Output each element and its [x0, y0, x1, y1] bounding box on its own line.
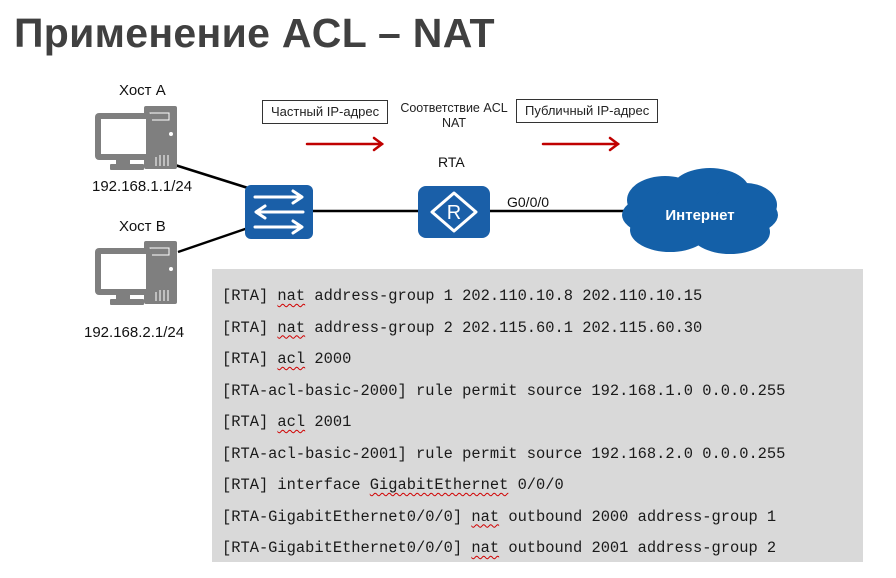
config-line: [RTA] interface GigabitEthernet 0/0/0 [222, 476, 564, 494]
config-line: [RTA] nat address-group 1 202.110.10.8 2… [222, 287, 703, 305]
router-interface-label: G0/0/0 [507, 194, 550, 210]
host-a-computer-icon[interactable] [95, 106, 177, 170]
config-line: [RTA-acl-basic-2000] rule permit source … [222, 381, 786, 400]
internet-label: Интернет [665, 207, 735, 224]
mapping-line-2: NAT [441, 116, 467, 130]
host-a-name: Хост A [119, 82, 166, 99]
config-line: [RTA-acl-basic-2001] rule permit source … [222, 444, 786, 463]
arrow-nat-to-public-icon [541, 136, 621, 152]
internet-cloud-icon[interactable] [622, 168, 778, 254]
host-b-ip: 192.168.2.1/24 [84, 324, 185, 341]
router-icon[interactable]: R [418, 186, 490, 238]
host-b-name: Хост B [119, 218, 166, 235]
host-b-computer-icon[interactable] [95, 241, 177, 305]
config-line: [RTA] nat address-group 2 202.115.60.1 2… [222, 318, 703, 337]
switch-icon[interactable] [245, 185, 313, 239]
config-line: [RTA] acl 2000 [222, 350, 352, 368]
config-line: [RTA] acl 2001 [222, 413, 352, 431]
private-ip-box: Частный IP-адрес [262, 100, 389, 124]
router-name: RTA [438, 154, 465, 170]
mapping-line-1: Соответствие ACL [400, 101, 508, 115]
link-hostA-switch [174, 163, 249, 190]
public-ip-box: Публичный IP-адрес [516, 99, 659, 123]
router-letter: R [447, 202, 461, 224]
config-line: [RTA-GigabitEthernet0/0/0] nat outbound … [222, 507, 777, 526]
arrow-private-to-nat-icon [305, 136, 385, 152]
link-hostB-switch [177, 226, 249, 254]
config-code-block: [RTA] nat address-group 1 202.110.10.8 2… [212, 269, 863, 562]
acl-nat-mapping-label: Соответствие ACL NAT [398, 101, 510, 131]
host-a-ip: 192.168.1.1/24 [92, 178, 193, 195]
config-line: [RTA-GigabitEthernet0/0/0] nat outbound … [222, 539, 777, 557]
slide-title: Применение ACL – NAT [14, 10, 495, 56]
